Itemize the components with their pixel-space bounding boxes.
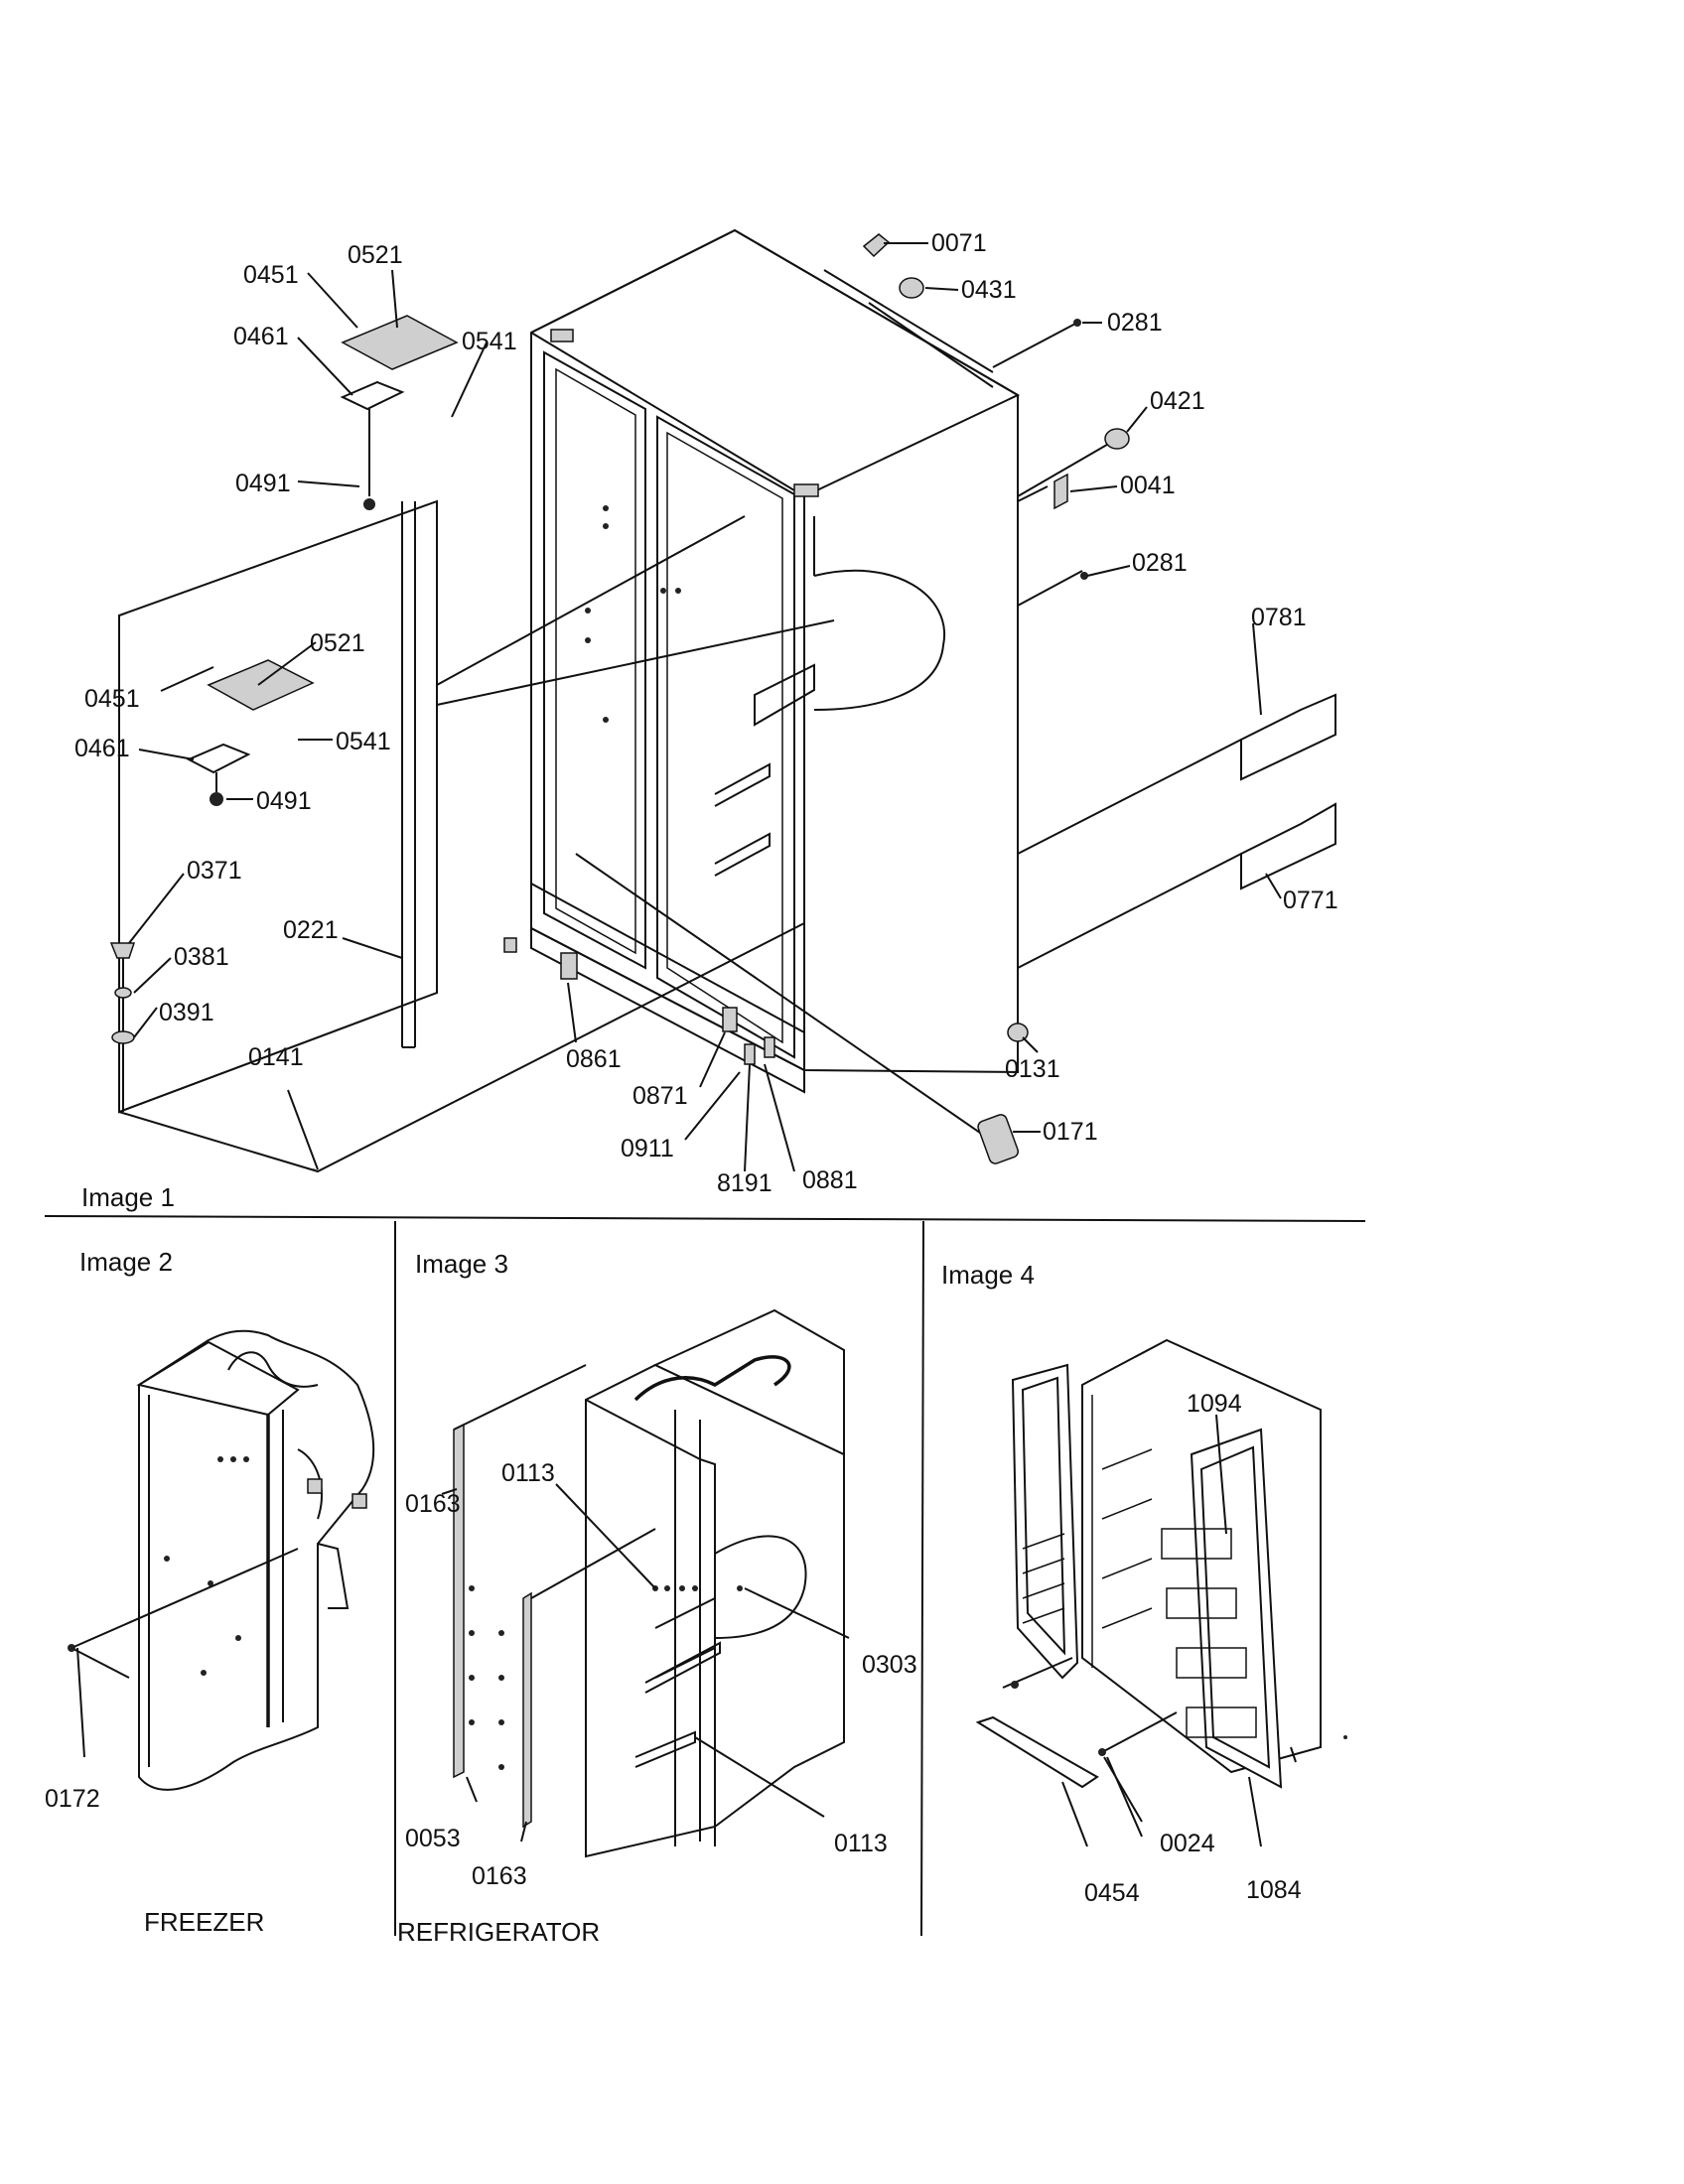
label-0421: 0421 <box>1150 387 1205 415</box>
door-seal-panel <box>118 499 835 1173</box>
label-0451-lower: 0451 <box>84 685 140 713</box>
cabinet-assembly <box>530 228 1021 1094</box>
image3-labels: 0163 0113 0303 0053 0163 0113 <box>405 1459 917 1890</box>
label-0391: 0391 <box>159 999 214 1026</box>
label-0541-top: 0541 <box>462 328 517 355</box>
image4-labels: 1094 0024 0454 1084 <box>1084 1390 1302 1907</box>
label-0781: 0781 <box>1251 604 1307 631</box>
title-image4: Image 4 <box>941 1260 1035 1290</box>
label-0303: 0303 <box>862 1651 917 1679</box>
title-image2: Image 2 <box>79 1247 173 1277</box>
label-0113-bottom: 0113 <box>834 1830 888 1857</box>
label-1084: 1084 <box>1246 1876 1302 1904</box>
label-0113-top: 0113 <box>501 1459 555 1487</box>
label-0163-bottom: 0163 <box>472 1862 527 1890</box>
caption-refrigerator: REFRIGERATOR <box>397 1917 600 1947</box>
label-0431: 0431 <box>961 276 1017 304</box>
label-0911: 0911 <box>621 1135 674 1162</box>
label-0071: 0071 <box>931 229 987 257</box>
title-image1: Image 1 <box>81 1182 175 1212</box>
label-0131: 0131 <box>1005 1055 1060 1083</box>
label-0451-top: 0451 <box>243 261 299 289</box>
cabinet-small-parts <box>109 233 1336 1164</box>
label-0454: 0454 <box>1084 1879 1140 1907</box>
image2-labels: 0172 <box>45 1785 100 1813</box>
label-0491-lower: 0491 <box>256 787 312 815</box>
label-0461-lower: 0461 <box>74 735 130 762</box>
label-0541-lower: 0541 <box>336 728 391 755</box>
label-0041: 0041 <box>1120 472 1176 499</box>
label-0281-top: 0281 <box>1107 309 1163 337</box>
panel-titles: Image 1 Image 2 Image 3 Image 4 FREEZER … <box>79 1182 1035 1947</box>
refrigerator-detail <box>441 1308 850 1858</box>
label-0371: 0371 <box>187 857 242 885</box>
label-0871: 0871 <box>632 1082 688 1110</box>
label-0521-top: 0521 <box>348 241 403 269</box>
label-1094: 1094 <box>1187 1390 1242 1418</box>
label-0163-top: 0163 <box>405 1490 461 1518</box>
label-0171: 0171 <box>1043 1118 1098 1146</box>
label-0381: 0381 <box>174 943 229 971</box>
label-0461-top: 0461 <box>233 323 289 350</box>
label-0024: 0024 <box>1160 1830 1215 1857</box>
panel-dividers <box>44 1215 1366 1937</box>
label-0281-bottom: 0281 <box>1132 549 1188 577</box>
freezer-detail <box>68 1329 375 1791</box>
label-0141: 0141 <box>248 1043 304 1071</box>
label-0861: 0861 <box>566 1045 622 1073</box>
title-image3: Image 3 <box>415 1249 508 1279</box>
label-0491-top: 0491 <box>235 470 291 497</box>
label-0172: 0172 <box>45 1785 100 1813</box>
cabinet-leaders <box>312 269 1242 1172</box>
label-0221: 0221 <box>283 916 339 944</box>
label-0881: 0881 <box>802 1166 858 1194</box>
label-0053: 0053 <box>405 1825 461 1852</box>
label-0771: 0771 <box>1283 887 1338 914</box>
full-unit-detail <box>975 1338 1347 1847</box>
caption-freezer: FREEZER <box>144 1907 264 1937</box>
label-0521-lower: 0521 <box>310 629 365 657</box>
label-leaders <box>128 242 1282 1172</box>
image1-labels: 0071 0431 0281 0421 0041 0281 0781 0771 … <box>74 229 1338 1197</box>
label-8191: 8191 <box>717 1169 772 1197</box>
